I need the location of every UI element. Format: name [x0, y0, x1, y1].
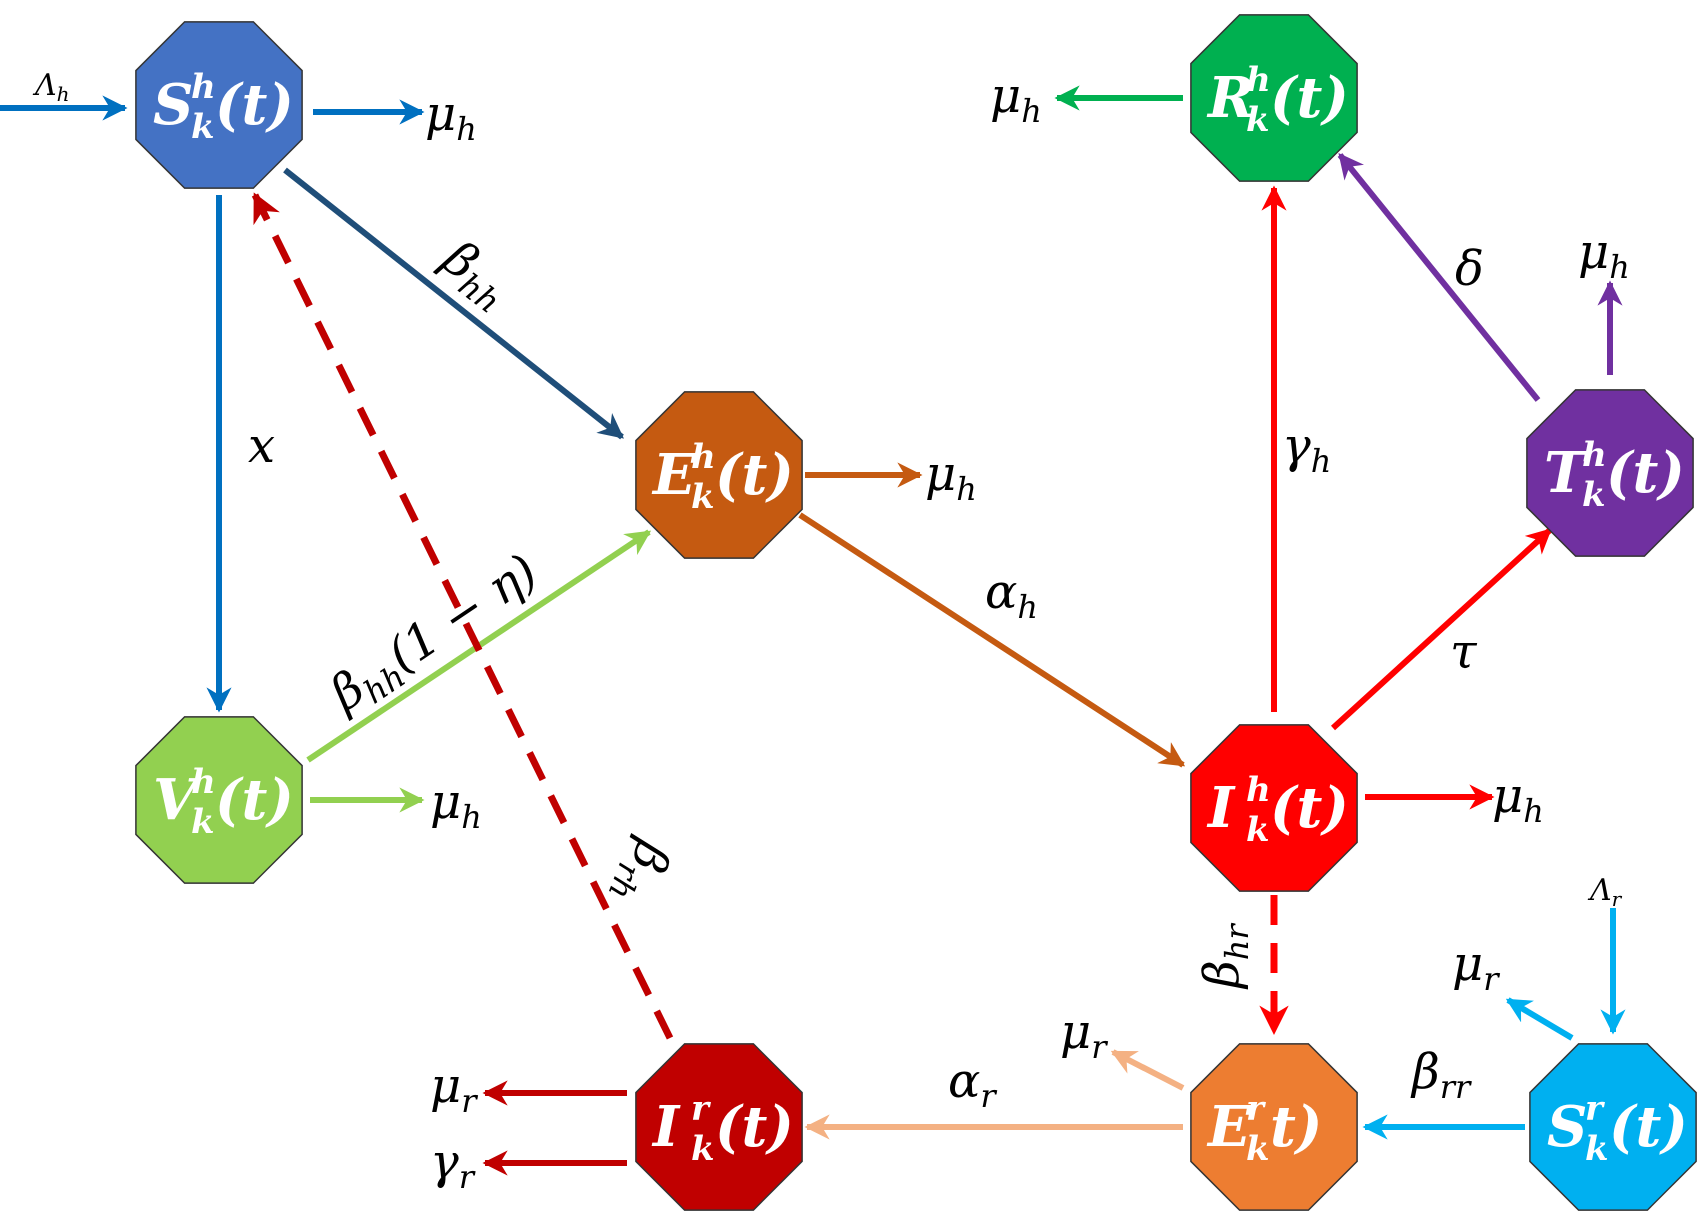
lambda-r-label: Λr — [1587, 873, 1623, 911]
node-superscript: h — [1582, 435, 1607, 475]
node-symbol: S — [1547, 1094, 1587, 1160]
node-superscript: r — [1246, 1089, 1266, 1129]
node-subscript: k — [191, 802, 215, 842]
tau-label: τ — [1450, 624, 1478, 680]
node-subscript: k — [691, 1129, 715, 1169]
node-time-argument: (t) — [215, 767, 294, 833]
node-time-argument: (t) — [1270, 65, 1349, 131]
mu-h-label-i: μh — [1492, 768, 1544, 830]
node-superscript: h — [1246, 770, 1271, 810]
s-to-e-arrow — [283, 167, 624, 440]
treated-humans-node: Thk(t) — [1526, 389, 1694, 557]
susceptible-humans-node: Shk(t) — [135, 21, 303, 189]
node-symbol: S — [153, 72, 193, 138]
recovered-humans-node-shape — [1190, 14, 1358, 182]
beta-hh-label: βhh — [428, 229, 522, 321]
node-subscript: k — [691, 477, 715, 517]
node-symbol: V — [153, 767, 202, 833]
exposed-humans-node-shape — [635, 391, 803, 559]
node-time-argument: (t) — [1609, 1094, 1688, 1160]
i-to-t-arrow — [1330, 527, 1553, 731]
node-superscript: h — [1246, 60, 1271, 100]
node-superscript: r — [691, 1089, 711, 1129]
mu-h-label-v: μh — [430, 774, 482, 836]
mu-h-label-e: μh — [925, 446, 977, 508]
beta-rr-label: βrr — [1410, 1044, 1472, 1106]
mu-h-label-t: μh — [1578, 224, 1630, 286]
node-time-argument: t) — [1270, 1094, 1322, 1160]
susceptible-rodents-node: Srk(t) — [1529, 1043, 1697, 1211]
vaccinated-humans-node: Vhk(t) — [135, 716, 303, 884]
node-symbol: E — [1206, 1094, 1252, 1160]
gamma-r-label: γr — [430, 1134, 476, 1196]
node-superscript: h — [191, 67, 216, 107]
beta-rh-label: βrh — [600, 830, 681, 914]
beta-vacc-label: βhh(1 − η) — [319, 543, 551, 728]
e-to-i-arrow — [798, 512, 1186, 768]
exposed-rodents-node-shape — [1190, 1043, 1358, 1211]
mu-h-label-r: μh — [990, 68, 1042, 130]
x-label: x — [248, 418, 275, 474]
node-subscript: k — [1585, 1129, 1609, 1169]
node-time-argument: (t) — [715, 442, 794, 508]
node-superscript: r — [1585, 1089, 1605, 1129]
susceptible-rodents-node-shape — [1529, 1043, 1697, 1211]
alpha-r-label: αr — [948, 1053, 997, 1115]
node-subscript: k — [1582, 475, 1606, 515]
beta-hr-label: βhr — [1194, 923, 1256, 990]
mu-r-label-s: μr — [1452, 936, 1500, 998]
exposed-humans-node: Ehk(t) — [635, 391, 803, 559]
node-subscript: k — [1246, 810, 1270, 850]
e-r-death-arrow — [1110, 1049, 1185, 1091]
node-symbol: I — [651, 1094, 681, 1160]
t-to-r-arrow — [1337, 153, 1541, 402]
susceptible-humans-node-shape — [135, 21, 303, 189]
node-superscript: h — [191, 762, 216, 802]
alpha-h-label: αh — [985, 564, 1038, 626]
mu-r-label-i: μr — [430, 1058, 478, 1120]
mu-r-label-e: μr — [1060, 1004, 1108, 1066]
treated-humans-node-shape — [1526, 389, 1694, 557]
s-r-death-arrow — [1505, 997, 1574, 1041]
gamma-h-label: γh — [1282, 418, 1331, 480]
vaccinated-humans-node-shape — [135, 716, 303, 884]
i-r-to-s-h-dashed-arrow — [251, 192, 674, 1040]
edges-layer — [0, 85, 1626, 1176]
node-time-argument: (t) — [715, 1094, 794, 1160]
node-symbol: T — [1544, 440, 1590, 506]
node-symbol: E — [651, 442, 697, 508]
delta-label: δ — [1455, 241, 1484, 297]
recovered-humans-node: Rhk(t) — [1190, 14, 1358, 182]
node-time-argument: (t) — [1270, 775, 1349, 841]
node-time-argument: (t) — [215, 72, 294, 138]
infected-humans-node-shape — [1190, 724, 1358, 892]
node-time-argument: (t) — [1606, 440, 1685, 506]
node-subscript: k — [191, 107, 215, 147]
node-subscript: k — [1246, 100, 1270, 140]
lambda-h-label: Λh — [32, 68, 70, 106]
mu-h-label-s: μh — [425, 86, 477, 148]
node-subscript: k — [1246, 1129, 1270, 1169]
node-symbol: R — [1206, 65, 1255, 131]
infected-rodents-node-shape — [635, 1043, 803, 1211]
node-superscript: h — [691, 437, 716, 477]
node-symbol: I — [1206, 775, 1236, 841]
